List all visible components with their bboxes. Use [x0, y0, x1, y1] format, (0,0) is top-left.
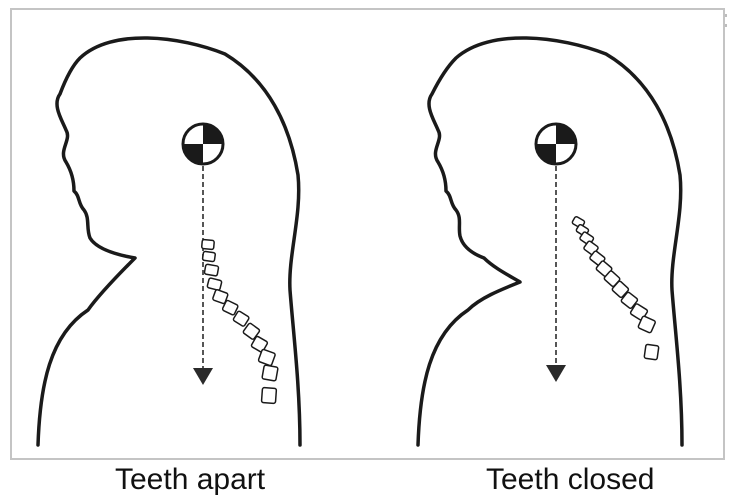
center-of-gravity-symbol: [183, 124, 223, 164]
cervical-vertebrae: [202, 239, 279, 403]
panel-teeth-apart: [38, 38, 300, 445]
edge-mark: [725, 14, 727, 27]
cervical-vertebrae: [572, 216, 659, 360]
panel-teeth-closed: [418, 38, 682, 445]
gravity-arrow: [546, 166, 566, 382]
caption-teeth-apart: Teeth apart: [115, 463, 265, 497]
head-profile-outline: [38, 38, 300, 445]
head-profile-outline: [418, 38, 682, 445]
center-of-gravity-symbol: [536, 124, 576, 164]
caption-teeth-closed: Teeth closed: [486, 463, 654, 497]
